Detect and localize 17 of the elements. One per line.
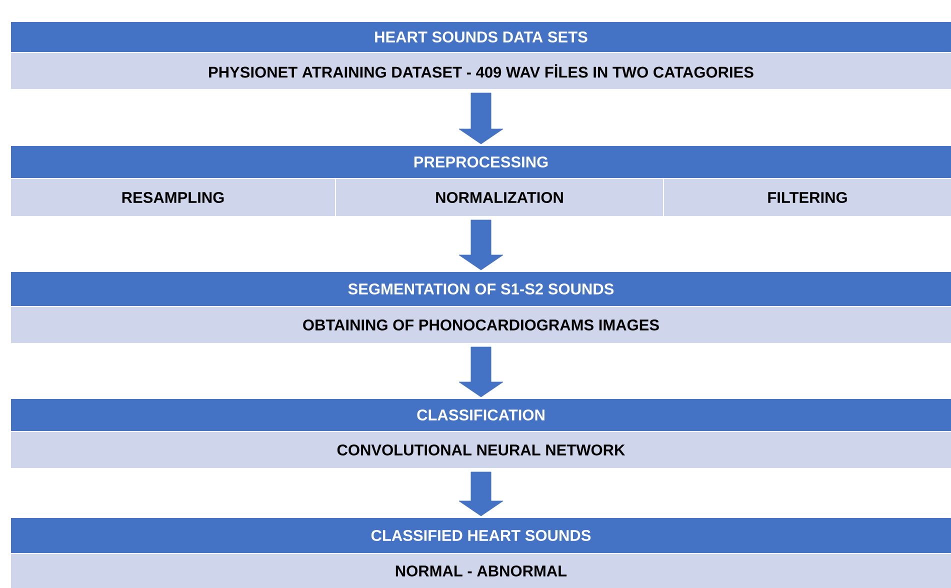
node-label: FILTERING — [768, 192, 847, 203]
title-band: CLASSIFICATION — [10, 398, 951, 432]
step-band: CONVOLUTIONAL NEURAL NETWORK — [10, 431, 951, 469]
block-arrow — [458, 92, 504, 144]
title-band: SEGMENTATION OF S1-S2 SOUNDS — [10, 271, 951, 307]
step-band: OBTAINING OF PHONOCARDIOGRAMS IMAGES — [10, 306, 951, 344]
step-band: PHYSIONET ATRAINING DATASET - 409 WAV FİLES IN TWO CATAGORIES — [10, 52, 951, 90]
title-band: HEART SOUNDS DATA SETS — [10, 21, 951, 53]
title-band: CLASSIFIED HEART SOUNDS — [10, 517, 951, 554]
block-arrow — [458, 220, 504, 270]
block-arrow — [458, 346, 504, 398]
step-band: NORMALIZATION — [335, 178, 664, 217]
step-band: FILTERING — [663, 178, 951, 217]
block-arrow — [458, 472, 504, 516]
title-band: PREPROCESSING — [10, 145, 951, 179]
step-band: RESAMPLING — [10, 178, 336, 217]
step-band: NORMAL - ABNORMAL — [10, 553, 951, 588]
